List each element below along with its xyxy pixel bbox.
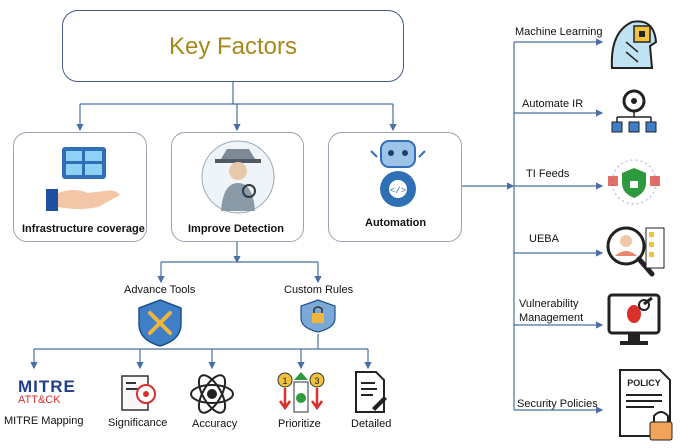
svg-text:</>: </> (390, 186, 406, 196)
lock-shield-icon (300, 299, 336, 333)
svg-text:3: 3 (314, 376, 319, 386)
automation-label-ti-feeds: TI Feeds (526, 168, 570, 180)
category-label: Automation (365, 217, 427, 229)
priority-arrows-icon: 1 3 (277, 372, 325, 413)
tools-shield-icon (138, 299, 182, 347)
network-shield-icon (608, 159, 660, 205)
policy-text: POLICY (627, 378, 661, 388)
mitre-attack-logo: MITRE ATT&CK (18, 378, 78, 406)
ai-head-chip-icon (610, 20, 658, 69)
branch-label-advance-tools: Advance Tools (124, 284, 196, 296)
automation-label-machine-learning: Machine Learning (515, 26, 603, 38)
page-title: Key Factors (168, 33, 298, 60)
hand-dashboard-icon (46, 147, 120, 211)
report-target-icon (121, 375, 156, 411)
category-infrastructure: Infrastructure coverage (13, 132, 147, 242)
monitor-bug-icon (607, 293, 661, 345)
user-search-icon (606, 226, 665, 277)
target-atom-icon (190, 374, 234, 414)
automation-label-vulnerability-management: Vulnerability Management (519, 298, 584, 324)
branch-label-custom-rules: Custom Rules (284, 284, 354, 296)
leaf-label-significance: Significance (108, 417, 168, 429)
mitre-logo-line2: ATT&CK (18, 394, 61, 406)
robot-gear-icon: </> (370, 140, 426, 207)
title-box: Key Factors (62, 10, 404, 82)
policy-lock-icon: POLICY (619, 369, 673, 441)
automation-label-security-policies: Security Policies (517, 398, 598, 410)
document-pen-icon (355, 371, 387, 413)
automation-label-ueba: UEBA (529, 233, 559, 245)
detective-icon (201, 140, 275, 214)
automation-label-automate-ir: Automate IR (522, 98, 584, 110)
mitre-logo-line1: MITRE (18, 377, 76, 396)
leaf-label-detailed: Detailed (351, 418, 392, 430)
leaf-label-accuracy: Accuracy (192, 418, 238, 430)
category-label: Infrastructure coverage (22, 223, 145, 235)
category-improve-detection: Improve Detection (171, 132, 304, 242)
leaf-label-mitre-mapping: MITRE Mapping (4, 415, 84, 427)
workflow-gear-icon (611, 89, 657, 133)
category-label: Improve Detection (188, 223, 284, 235)
svg-text:1: 1 (282, 376, 287, 386)
category-automation: </> Automation (328, 132, 462, 242)
leaf-label-prioritize: Prioritize (278, 418, 321, 430)
